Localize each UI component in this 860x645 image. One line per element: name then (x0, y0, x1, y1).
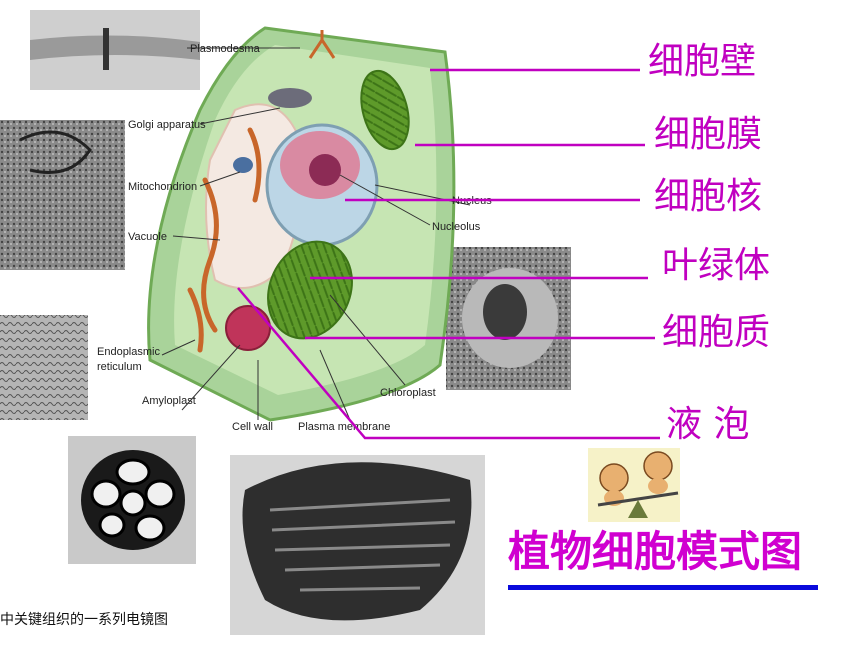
em-photo-er (0, 315, 88, 420)
diagram-title: 植物细胞模式图 (508, 527, 803, 576)
label-chloroplast: Chloroplast (380, 387, 436, 399)
label-cell-wall: Cell wall (232, 421, 273, 433)
cell-illustration (147, 26, 456, 422)
label-zh-cell-wall: 细胞壁 (648, 41, 757, 82)
label-plasma-membrane: Plasma membrane (298, 421, 390, 433)
label-zh-chloroplast: 叶绿体 (662, 245, 771, 286)
label-vacuole: Vacuole (128, 231, 167, 243)
figure-caption: 中关键组织的一系列电镜图 (0, 612, 168, 628)
cartoon-seesaw-icon (588, 448, 680, 522)
label-mitochondrion: Mitochondrion (128, 181, 197, 193)
label-plasmodesma: Plasmodesma (190, 43, 261, 55)
label-zh-cytoplasm: 细胞质 (662, 312, 771, 353)
label-zh-vacuole: 液 泡 (666, 404, 750, 445)
chloroplast-shape (267, 240, 353, 340)
label-nucleolus: Nucleolus (432, 221, 481, 233)
label-golgi: Golgi apparatus (128, 119, 206, 131)
title-underline (508, 585, 818, 590)
nucleolus-shape (309, 154, 341, 186)
em-photo-nucleus (446, 247, 571, 390)
em-photo-golgi (0, 120, 125, 270)
em-photo-amyloplast (68, 436, 196, 564)
label-er-line1: Endoplasmic (97, 346, 160, 358)
label-amyloplast: Amyloplast (142, 395, 196, 407)
english-leader-lines (161, 47, 471, 421)
er-strands (187, 127, 262, 353)
em-photo-chloroplast (230, 455, 485, 635)
label-er-line2: reticulum (97, 361, 142, 373)
em-photo-plasmodesma (30, 10, 200, 90)
amyloplast-shape (225, 305, 271, 351)
label-zh-nucleus: 细胞核 (654, 176, 763, 217)
label-zh-cell-membrane: 细胞膜 (654, 114, 763, 155)
pointer-lines (237, 68, 660, 440)
pointer-vacuole (237, 287, 660, 440)
